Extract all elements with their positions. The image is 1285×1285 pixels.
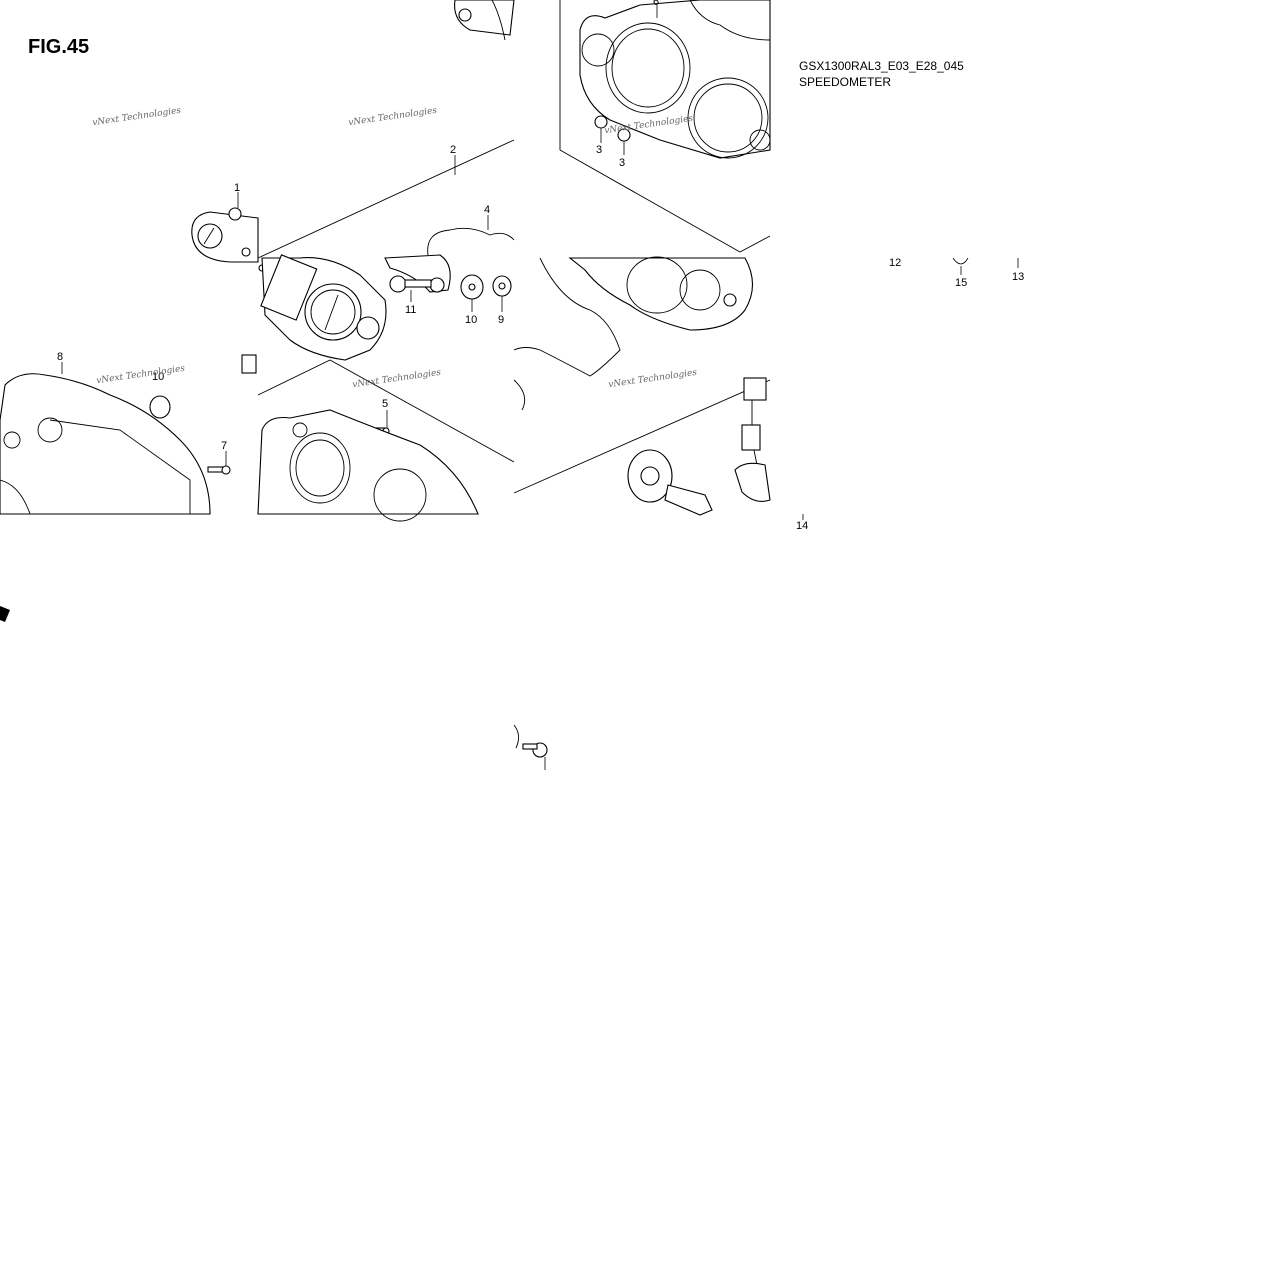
part-10-grommet — [460, 274, 484, 300]
meter-fragment-top — [454, 0, 515, 41]
fragment-icon-left — [0, 606, 10, 622]
model-code: GSX1300RAL3_E03_E28_045 — [799, 59, 964, 73]
callout-11: 11 — [405, 304, 416, 316]
fragment-bolt-bottom — [513, 724, 548, 770]
callout-3: 3 — [619, 157, 625, 169]
part-1-gauge-unit — [191, 207, 266, 272]
callout-1: 1 — [234, 182, 240, 194]
housing-rear-panel — [513, 256, 754, 411]
diagram-title: SPEEDOMETER — [799, 75, 892, 89]
part-9-nut — [492, 275, 512, 297]
callout-8: 8 — [57, 351, 63, 363]
callout-13: 13 — [1012, 271, 1024, 283]
figure-number: FIG.45 — [28, 36, 90, 58]
speed-sensor-assembly — [627, 377, 771, 516]
assembly-box-main — [257, 0, 771, 494]
callout-4: 4 — [484, 204, 490, 216]
callout-2: 2 — [450, 144, 456, 156]
leader-lines — [61, 5, 1019, 520]
callout-3: 3 — [596, 144, 602, 156]
callout-15: 15 — [955, 277, 967, 289]
callout-5: 5 — [382, 398, 388, 410]
part-2-speedometer-assembly — [241, 254, 387, 374]
part-11-screw — [389, 275, 432, 293]
callout-6: 6 — [653, 0, 659, 8]
callout-10: 10 — [465, 314, 477, 326]
callout-10: 10 — [152, 371, 164, 383]
callout-7: 7 — [221, 440, 227, 452]
front-housing — [257, 409, 479, 522]
part-6-lens-cover — [579, 0, 771, 159]
part-7-screw — [207, 465, 231, 475]
part-10-grommet-lower — [149, 395, 171, 419]
callout-labels: 1 2 3 3 4 5 6 7 8 9 10 10 11 12 13 14 15 — [57, 0, 1024, 532]
callout-12: 12 — [889, 257, 901, 269]
part-8-lower-case — [0, 373, 211, 515]
callout-9: 9 — [498, 314, 504, 326]
callout-14: 14 — [796, 520, 808, 532]
